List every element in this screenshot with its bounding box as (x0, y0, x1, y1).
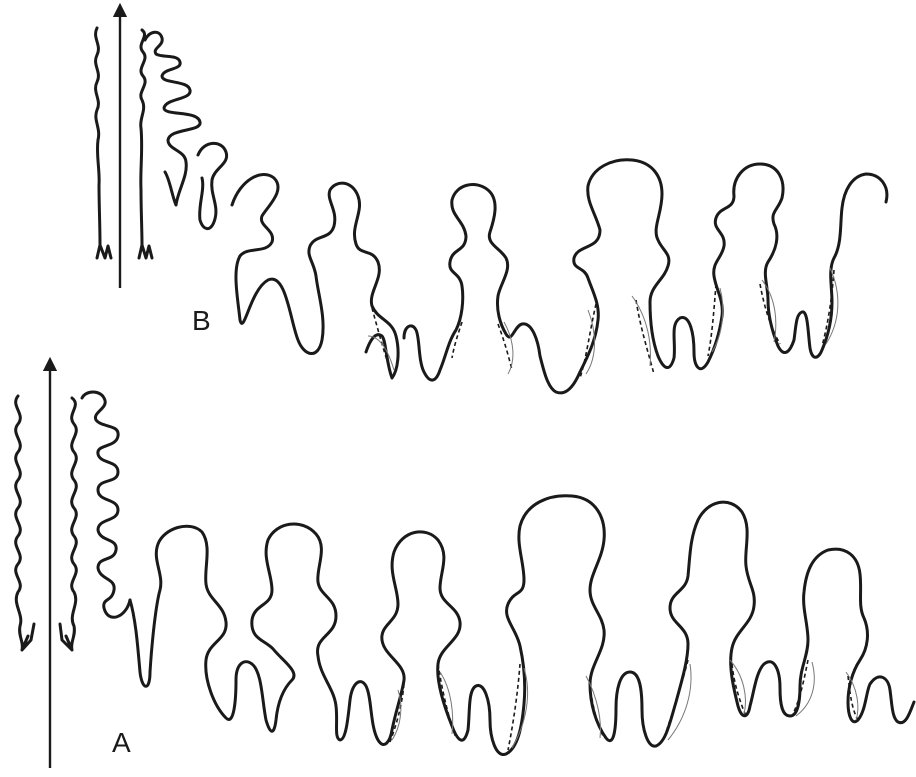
panel-b-thin-lobe-5 (632, 296, 650, 366)
panel-b-early-suture-right (139, 30, 152, 258)
panel-b-label: B (192, 305, 211, 336)
panel-b-lobe-transition-2 (232, 174, 278, 256)
panel-a-early-suture-left (16, 396, 34, 650)
panel-b-early-suture-left (96, 28, 111, 258)
panel-a-early-suture-right (60, 398, 76, 650)
panel-b-suture-line (236, 160, 887, 393)
panel-a-label: A (112, 727, 131, 758)
panel-a-comb-suture (82, 392, 130, 617)
panel-b: B (96, 10, 887, 393)
panel-a-thin-lobe-5 (668, 664, 691, 740)
panel-b-lobe-transition-1 (198, 143, 227, 228)
panel-a: A (16, 364, 914, 768)
panel-b-comb-suture (145, 32, 200, 205)
